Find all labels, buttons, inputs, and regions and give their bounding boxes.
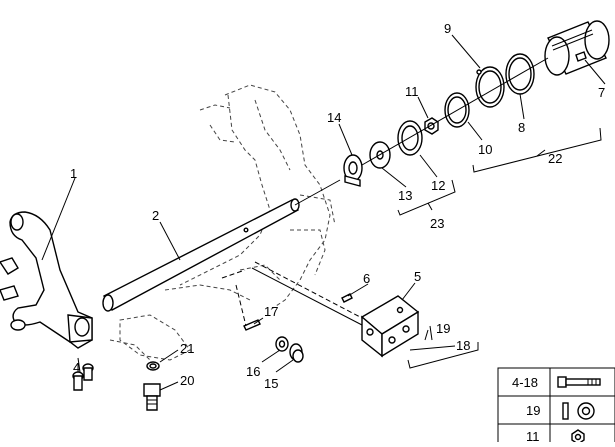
seal-ring — [146, 361, 160, 371]
rod-axis-lower — [251, 267, 363, 326]
ring-part — [397, 120, 423, 156]
callout-20: 20 — [180, 373, 194, 388]
callout-4: 4 — [73, 360, 80, 375]
callout-1: 1 — [70, 166, 77, 181]
circlip — [475, 66, 505, 108]
pin-part — [235, 284, 261, 331]
legend-label-nut: 11 — [526, 429, 540, 442]
bushing — [343, 154, 363, 187]
callout-15: 15 — [264, 376, 278, 391]
callout-labels: 1 2 4 5 6 7 8 9 10 11 12 13 14 15 16 17 … — [70, 21, 605, 391]
bracket-23 — [397, 179, 456, 216]
rod-axis-dashed — [254, 261, 363, 319]
callout-2: 2 — [152, 208, 159, 223]
legend-label-washer: 19 — [526, 403, 540, 418]
callout-5: 5 — [414, 269, 421, 284]
callout-13: 13 — [398, 188, 412, 203]
piston — [544, 20, 610, 76]
bracket-22 — [472, 127, 602, 173]
callout-6: 6 — [363, 271, 370, 286]
leader-lines — [41, 34, 606, 391]
callout-7: 7 — [598, 85, 605, 100]
washer-icon — [562, 402, 595, 420]
callout-17: 17 — [264, 304, 278, 319]
fitting-part — [143, 383, 161, 411]
plug-part — [289, 343, 304, 363]
fork-bolts — [72, 363, 94, 391]
callout-9: 9 — [444, 21, 451, 36]
shift-rod — [102, 179, 341, 312]
shift-fork — [0, 211, 93, 349]
callout-11: 11 — [405, 84, 419, 99]
stack-centreline — [361, 57, 549, 166]
nut-icon — [571, 429, 585, 445]
bolt-icon — [557, 376, 601, 388]
callout-12: 12 — [431, 178, 445, 193]
bracket-18 — [407, 325, 479, 369]
callout-14: 14 — [327, 110, 341, 125]
rod-axis-left — [221, 269, 246, 279]
callout-22: 22 — [548, 151, 562, 166]
callout-18: 18 — [456, 338, 470, 353]
shift-block — [360, 295, 420, 358]
callout-8: 8 — [518, 120, 525, 135]
legend-label-bolt: 4-18 — [512, 375, 538, 390]
callout-21: 21 — [180, 341, 194, 356]
callout-16: 16 — [246, 364, 260, 379]
legend-table: 4-18 19 11 — [497, 367, 615, 447]
housing-outline — [109, 84, 336, 361]
small-washer — [275, 336, 289, 352]
callout-19: 19 — [436, 321, 450, 336]
nut-part — [424, 117, 439, 135]
roll-pin — [341, 293, 353, 303]
callout-23: 23 — [430, 216, 444, 231]
callout-10: 10 — [478, 142, 492, 157]
